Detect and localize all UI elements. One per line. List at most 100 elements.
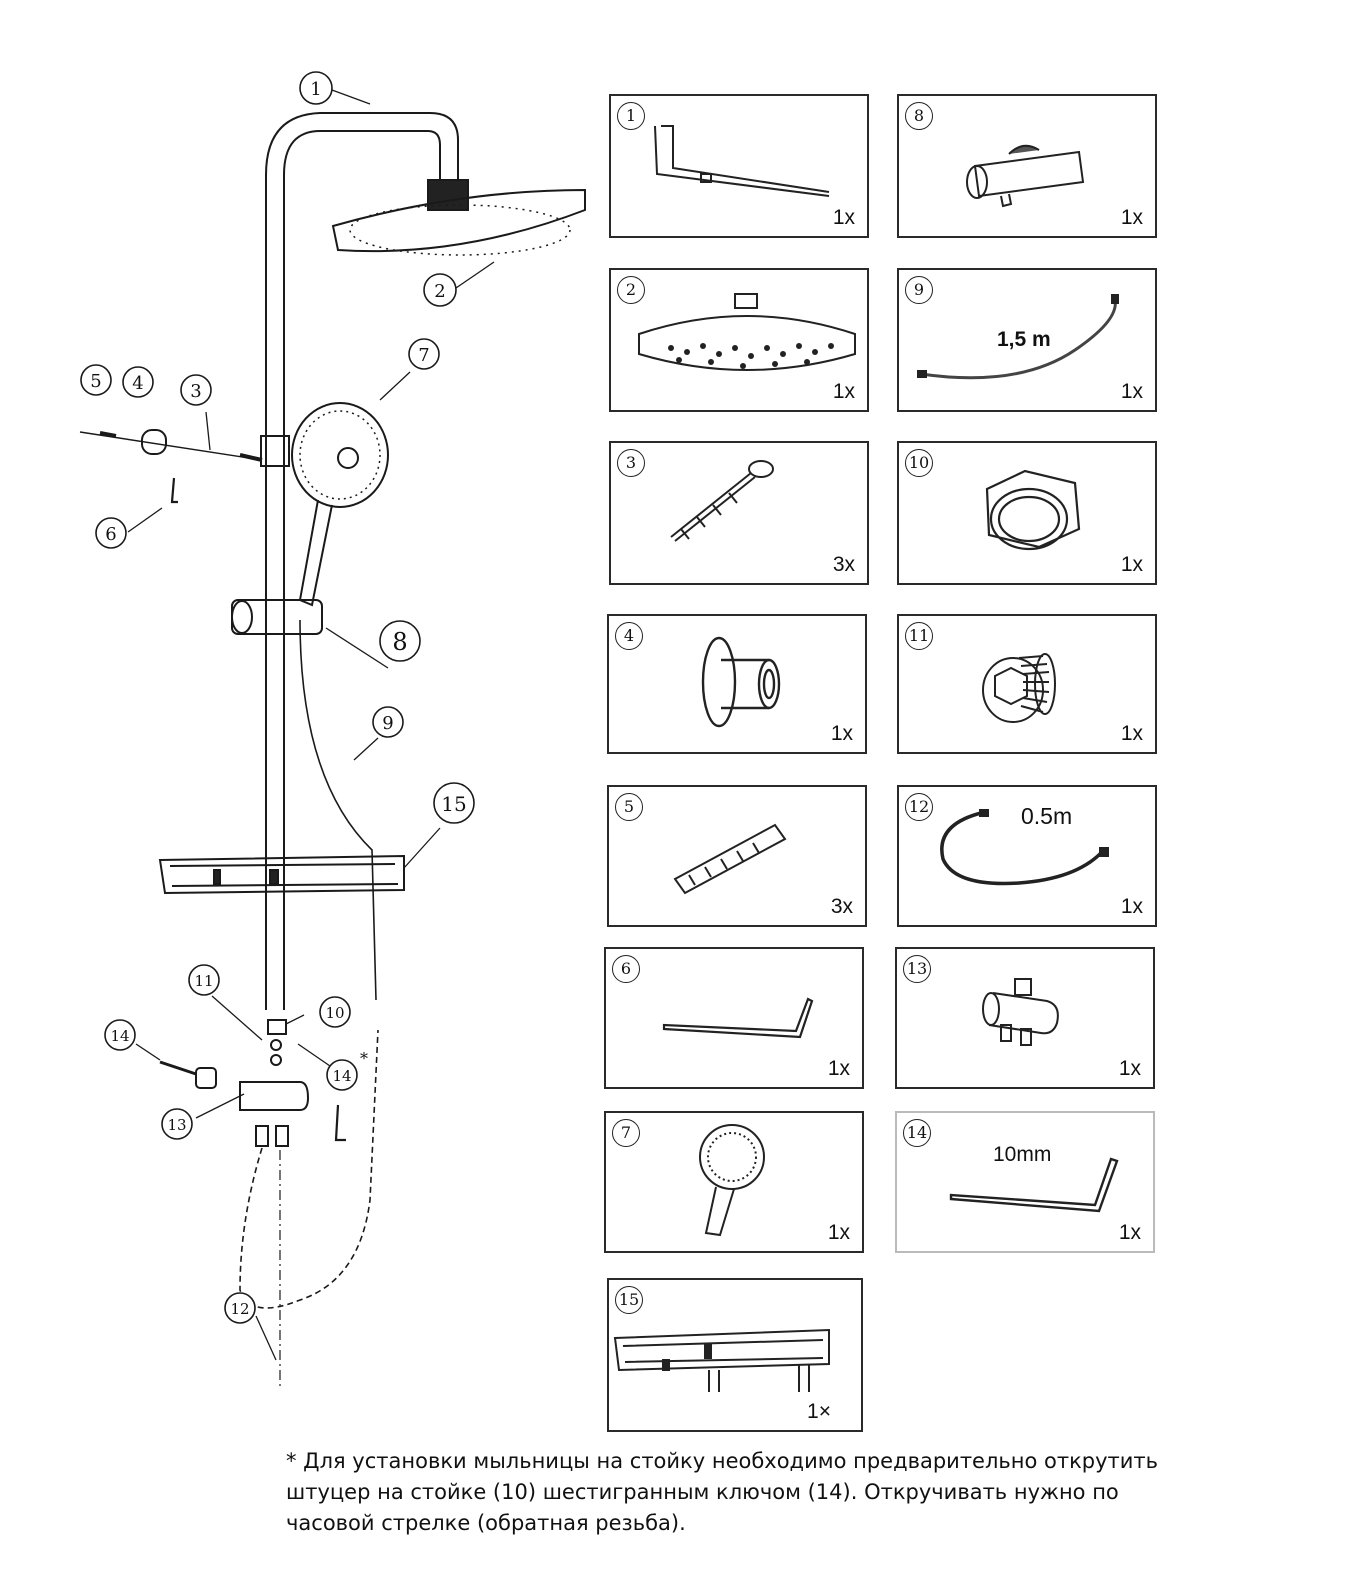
key-size-label: 10mm xyxy=(993,1143,1052,1166)
part-card-5: 5 3x xyxy=(607,785,867,927)
rain-shower-head-icon xyxy=(638,293,856,371)
part-card-1: 1 1x xyxy=(609,94,869,238)
part-number: 4 xyxy=(615,622,643,650)
part-card-14: 10mm 14 1x xyxy=(895,1111,1155,1253)
callout-11 xyxy=(188,964,220,996)
shower-arm-icon xyxy=(654,125,830,197)
part-number: 8 xyxy=(905,102,933,130)
callout-label: 10 xyxy=(325,1004,344,1022)
part-number: 1 xyxy=(617,102,645,130)
assembly-footnote: * Для установки мыльницы на стойку необх… xyxy=(286,1446,1286,1539)
part-number: 11 xyxy=(905,622,933,650)
callout-13 xyxy=(161,1108,193,1140)
part-qty: 1x xyxy=(1120,380,1143,403)
part-card-8: 8 1x xyxy=(897,94,1157,238)
callout-label: 2 xyxy=(434,281,445,302)
assembly-diagram: 1 2 3 4 5 6 7 8 9 10 11 12 13 14 14 15 * xyxy=(79,71,586,1390)
callout-label: 14 xyxy=(110,1027,129,1045)
part-qty: 1× xyxy=(807,1400,831,1423)
part-qty: 1x xyxy=(830,722,853,745)
diverter-icon xyxy=(982,978,1059,1046)
part-card-3: 3 3x xyxy=(609,441,869,585)
part-qty: 1x xyxy=(832,206,855,229)
part-number: 13 xyxy=(903,955,931,983)
callout-label: 5 xyxy=(90,371,101,392)
callout-6 xyxy=(95,517,127,549)
part-qty: 1x xyxy=(1120,722,1143,745)
rain-head-assembly xyxy=(331,179,586,256)
part-number: 3 xyxy=(617,449,645,477)
callout-label: 13 xyxy=(167,1116,186,1134)
footnote-line: * Для установки мыльницы на стойку необх… xyxy=(286,1449,1159,1473)
connection-hose-icon xyxy=(940,809,1109,886)
footnote-line: штуцер на стойке (10) шестигранным ключо… xyxy=(286,1480,1119,1504)
hand-shower-icon xyxy=(699,1124,765,1237)
callout-3 xyxy=(180,374,212,406)
callout-1 xyxy=(299,71,333,105)
callout-label: 9 xyxy=(382,713,393,734)
part-number: 9 xyxy=(905,276,933,304)
callout-label: 14 xyxy=(332,1067,351,1085)
callout-label: 4 xyxy=(132,373,143,394)
callout-14b xyxy=(326,1059,358,1091)
hose-length-label: 1,5 m xyxy=(997,328,1051,351)
soap-shelf-assembly xyxy=(158,854,405,895)
shower-arm xyxy=(265,112,459,180)
part-number: 15 xyxy=(615,1286,643,1314)
screw-icon xyxy=(670,460,774,542)
callout-label: 1 xyxy=(310,79,321,100)
callout-12 xyxy=(224,1292,256,1324)
part-card-4: 4 1x xyxy=(607,614,867,754)
riser-pipe xyxy=(265,175,285,1010)
part-card-11: 11 1x xyxy=(897,614,1157,754)
part-qty: 1x xyxy=(1118,1221,1141,1244)
callout-label: 7 xyxy=(418,345,429,366)
callout-5 xyxy=(80,364,112,396)
part-qty: 1x xyxy=(832,380,855,403)
hand-shower-assembly xyxy=(291,402,389,607)
slider-assembly xyxy=(231,599,323,635)
callout-10 xyxy=(319,996,351,1028)
callout-8 xyxy=(379,620,421,662)
part-qty: 1x xyxy=(1118,1057,1141,1080)
part-number: 7 xyxy=(612,1119,640,1147)
callout-label: 11 xyxy=(194,972,213,990)
callout-label: 3 xyxy=(190,381,201,402)
part-card-9: 1,5 m 9 1x xyxy=(897,268,1157,412)
wall-flange-icon xyxy=(701,636,781,728)
callout-15 xyxy=(433,782,475,824)
part-number: 10 xyxy=(905,449,933,477)
part-qty: 3x xyxy=(832,553,855,576)
part-card-12: 0.5m 12 1x xyxy=(897,785,1157,927)
soap-shelf-icon xyxy=(613,1328,830,1392)
callout-9 xyxy=(372,706,404,738)
hex-key-icon xyxy=(949,1157,1119,1213)
part-qty: 1x xyxy=(1120,553,1143,576)
callout-14a xyxy=(104,1019,136,1051)
part-qty: 1x xyxy=(827,1057,850,1080)
hex-key-icon xyxy=(662,997,814,1039)
part-card-7: 7 1x xyxy=(604,1111,864,1253)
part-number: 6 xyxy=(612,955,640,983)
threaded-adapter-icon xyxy=(982,653,1056,723)
callout-label: 6 xyxy=(105,524,116,545)
part-card-6: 6 1x xyxy=(604,947,864,1089)
hose-length-label: 0.5m xyxy=(1021,803,1073,829)
callout-7 xyxy=(408,338,440,370)
part-qty: 3x xyxy=(830,895,853,918)
callout-label: 8 xyxy=(392,628,407,656)
part-number: 2 xyxy=(617,276,645,304)
wall-plug-icon xyxy=(673,823,787,895)
part-card-2: 2 1x xyxy=(609,268,869,412)
callout-2 xyxy=(423,273,457,307)
part-qty: 1x xyxy=(1120,206,1143,229)
part-number: 5 xyxy=(615,793,643,821)
asterisk-mark: * xyxy=(360,1049,368,1068)
part-qty: 1x xyxy=(827,1221,850,1244)
shower-hose-icon xyxy=(917,294,1119,380)
callout-4 xyxy=(122,366,154,398)
footnote-line: часовой стрелке (обратная резьба). xyxy=(286,1511,686,1535)
part-card-13: 13 1x xyxy=(895,947,1155,1089)
callout-label: 12 xyxy=(230,1300,249,1318)
hex-nut-icon xyxy=(985,469,1081,551)
